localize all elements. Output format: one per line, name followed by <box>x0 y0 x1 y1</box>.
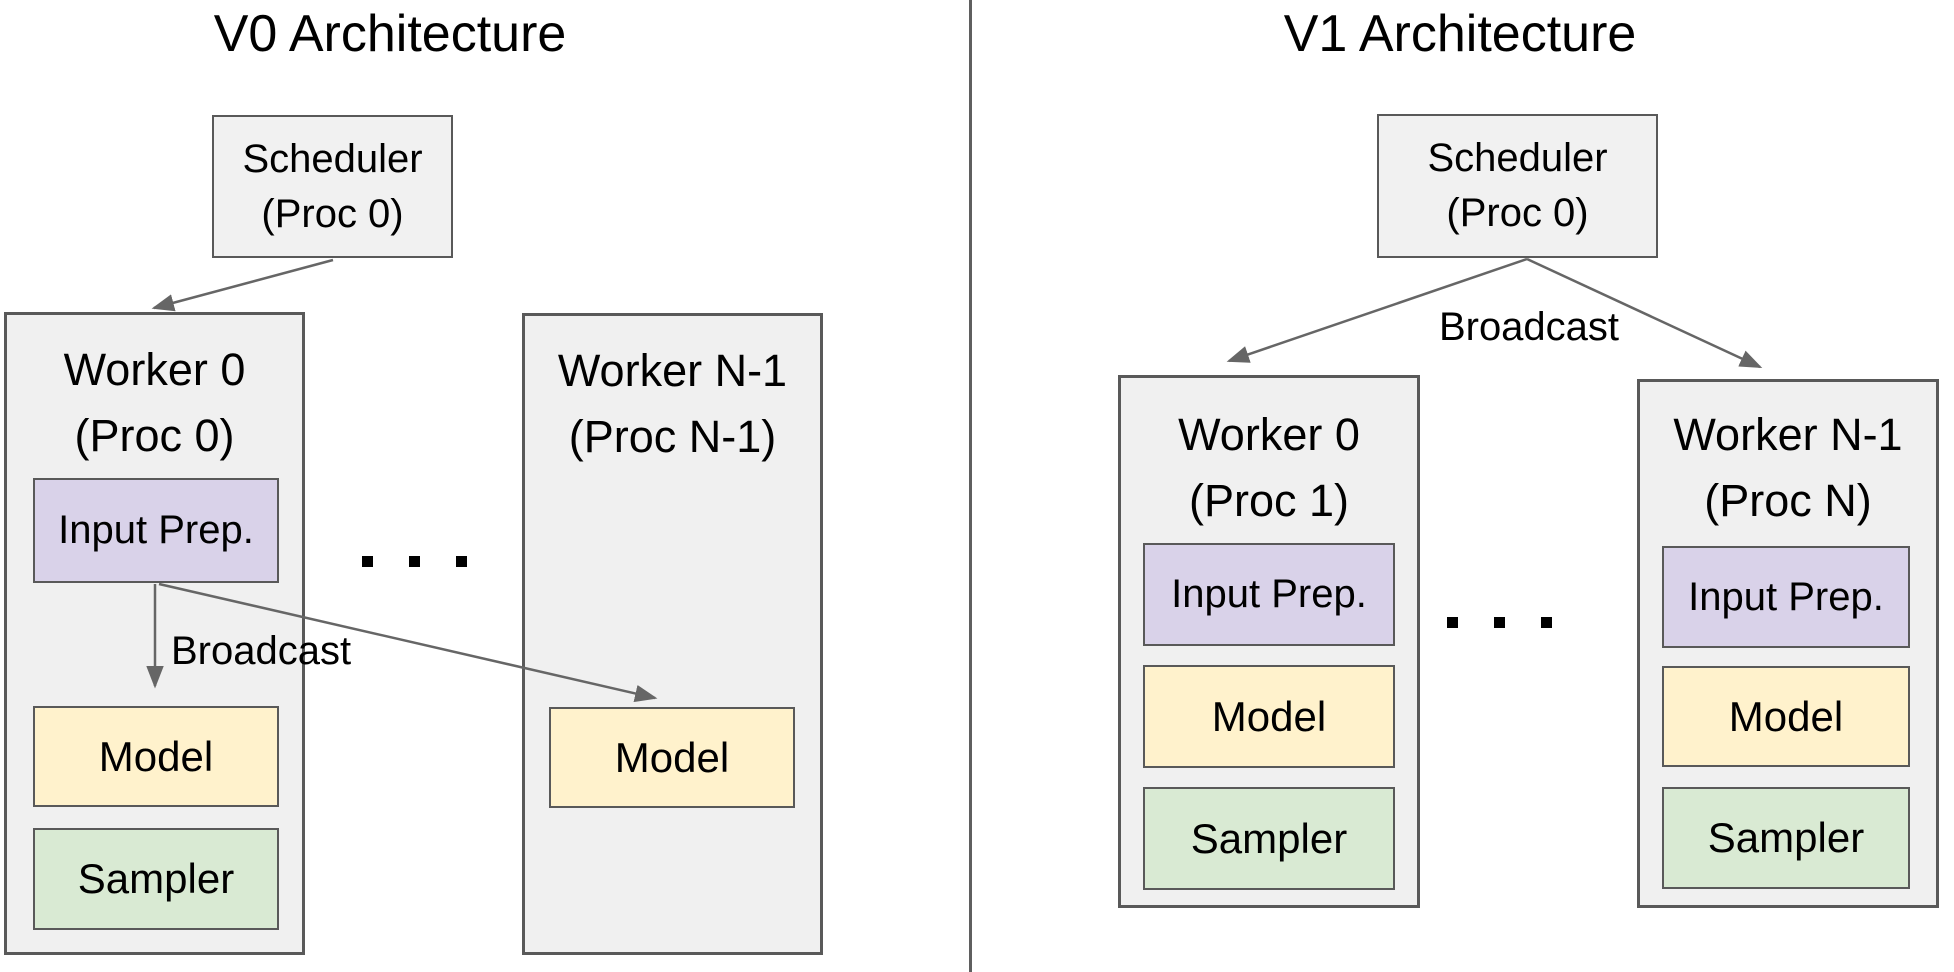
v1-broadcast-label: Broadcast <box>1438 305 1620 349</box>
v0-worker0-line2: (Proc 0) <box>74 410 235 461</box>
v0-scheduler-to-worker0-arrow <box>151 258 334 312</box>
v0-broadcast-label: Broadcast <box>171 629 352 673</box>
v0-worker0-sampler-label: Sampler <box>77 855 235 902</box>
v0-worker0-input-prep-box: Input Prep. <box>33 478 279 583</box>
v0-workerN-line2: (Proc N-1) <box>568 411 777 462</box>
v0-workerN-model-label: Model <box>614 733 730 781</box>
v1-worker0-label: Worker 0 (Proc 1) <box>1121 378 1417 534</box>
v1-workerN-sampler-box: Sampler <box>1662 787 1910 889</box>
v0-architecture-title: V0 Architecture <box>213 5 567 63</box>
v1-scheduler-box: Scheduler (Proc 0) <box>1377 114 1658 258</box>
v0-workerN-model-box: Model <box>549 707 795 808</box>
v0-scheduler-box: Scheduler (Proc 0) <box>212 115 453 258</box>
v1-worker0-input-prep-box: Input Prep. <box>1143 543 1395 646</box>
v1-worker0-sampler-box: Sampler <box>1143 787 1395 890</box>
v0-worker0-model-box: Model <box>33 706 279 807</box>
v0-workerN-label: Worker N-1 (Proc N-1) <box>525 316 820 470</box>
v1-ellipsis-dot <box>1541 617 1552 628</box>
v0-ellipsis-dot <box>362 556 373 567</box>
v1-scheduler-label: Scheduler (Proc 0) <box>1379 116 1656 256</box>
v1-worker0-line2: (Proc 1) <box>1188 475 1350 526</box>
v1-ellipsis-dot <box>1494 617 1505 628</box>
v0-ellipsis-dot <box>456 556 467 567</box>
v1-worker0-sampler-label: Sampler <box>1190 814 1348 862</box>
v0-scheduler-line2: (Proc 0) <box>261 191 404 236</box>
v0-worker0-model-label: Model <box>98 732 214 780</box>
v0-worker0-line1: Worker 0 <box>63 344 246 395</box>
v0-worker0-sampler-box: Sampler <box>33 828 279 930</box>
v1-worker0-model-box: Model <box>1143 665 1395 768</box>
v0-worker0-input-prep-label: Input Prep. <box>58 508 254 552</box>
v1-workerN-label: Worker N-1 (Proc N) <box>1640 382 1936 534</box>
v1-workerN-sampler-label: Sampler <box>1707 814 1865 861</box>
v1-workerN-model-box: Model <box>1662 666 1910 767</box>
v1-scheduler-line2: (Proc 0) <box>1446 191 1589 235</box>
v1-workerN-model-label: Model <box>1728 692 1844 740</box>
v1-worker0-line1: Worker 0 <box>1178 409 1360 460</box>
v1-workerN-input-prep-box: Input Prep. <box>1662 546 1910 648</box>
v0-scheduler-line1: Scheduler <box>242 136 423 181</box>
v0-ellipsis-dot <box>409 556 420 567</box>
v0-worker0-label: Worker 0 (Proc 0) <box>7 315 302 469</box>
v0-scheduler-label: Scheduler (Proc 0) <box>214 117 451 256</box>
v1-workerN-input-prep-label: Input Prep. <box>1688 574 1884 619</box>
v1-workerN-line1: Worker N-1 <box>1673 409 1903 460</box>
v0-workerN-line1: Worker N-1 <box>557 345 788 396</box>
v1-worker0-input-prep-label: Input Prep. <box>1171 572 1367 616</box>
v1-workerN-line2: (Proc N) <box>1704 475 1872 526</box>
v0-workerN-box: Worker N-1 (Proc N-1) <box>522 313 823 955</box>
v1-worker0-model-label: Model <box>1211 692 1327 740</box>
v1-architecture-title: V1 Architecture <box>1283 5 1637 63</box>
v1-scheduler-line1: Scheduler <box>1427 136 1608 180</box>
v1-ellipsis-dot <box>1447 617 1458 628</box>
